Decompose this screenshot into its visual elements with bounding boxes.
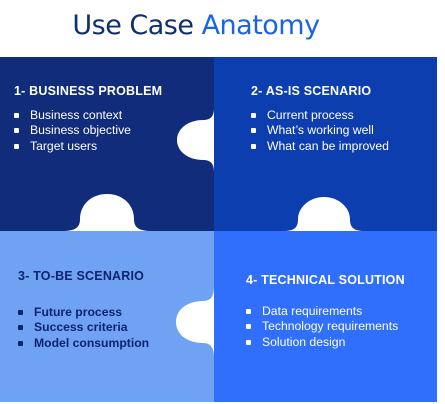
quadrant-3-item: Future process [18,305,149,320]
quadrant-2-item: Current process [251,108,389,123]
quadrant-3-item: Model consumption [18,336,149,351]
quadrant-3-item: Success criteria [18,320,149,335]
quadrant-2-heading: 2- AS-IS SCENARIO [251,84,372,98]
puzzle-piece-3 [0,231,214,402]
puzzle-piece-4 [214,231,437,402]
title-part-use-case: Use Case [72,10,202,41]
page-title: Use Case Anatomy [0,10,392,41]
quadrant-1-item: Business context [14,108,162,123]
title-part-anatomy: Anatomy [201,10,321,41]
quadrant-4-heading: 4- TECHNICAL SOLUTION [246,273,405,287]
quadrant-as-is-scenario: 2- AS-IS SCENARIO Current process What’s… [251,84,389,154]
quadrant-4-item: Technology requirements [246,319,405,334]
quadrant-technical-solution: 4- TECHNICAL SOLUTION Data requirements … [246,273,405,350]
quadrant-2-item: What’s working well [251,123,389,138]
quadrant-business-problem: 1- BUSINESS PROBLEM Business context Bus… [14,84,162,154]
puzzle-piece-1 [0,57,214,231]
quadrant-1-heading: 1- BUSINESS PROBLEM [14,84,163,98]
quadrant-to-be-scenario: 3- TO-BE SCENARIO Future process Success… [18,269,149,351]
quadrant-3-heading: 3- TO-BE SCENARIO [18,269,145,283]
puzzle-graphic [0,57,437,402]
puzzle-piece-2 [214,57,437,231]
quadrant-4-item: Data requirements [246,304,405,319]
quadrant-4-item: Solution design [246,335,405,350]
quadrant-2-item: What can be improved [251,139,389,154]
quadrant-1-item: Business objective [14,123,162,138]
quadrant-1-item: Target users [14,139,162,154]
